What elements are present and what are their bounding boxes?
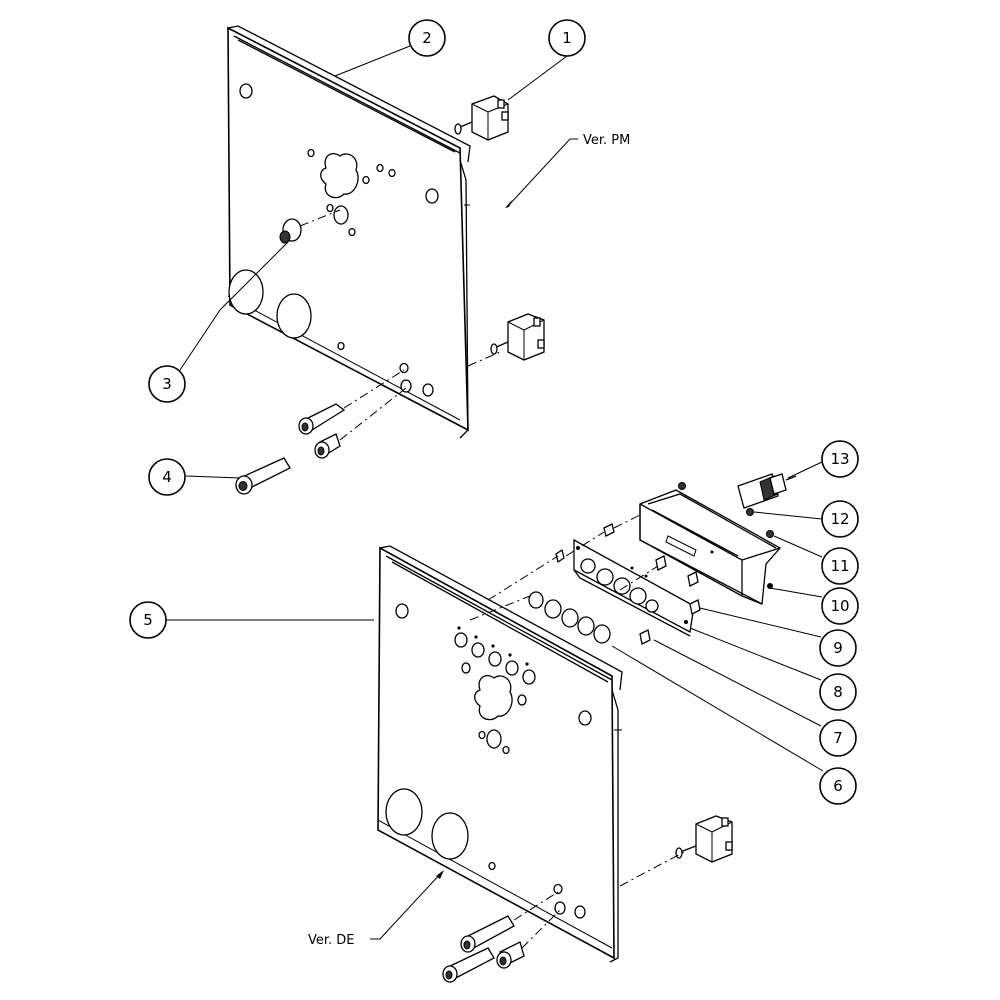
callout-8-label: 8 bbox=[833, 683, 843, 701]
version-label-pm: Ver. PM bbox=[583, 133, 630, 148]
circuit-board bbox=[573, 538, 695, 637]
upper-panel bbox=[227, 25, 471, 439]
callout-1-label: 1 bbox=[562, 29, 572, 47]
callout-8: 8 bbox=[819, 673, 857, 711]
indicator-lenses bbox=[528, 591, 611, 644]
callout-3-label: 3 bbox=[162, 375, 172, 393]
leader-lines bbox=[166, 45, 824, 772]
callout-4-label: 4 bbox=[162, 468, 172, 486]
callout-13-label: 13 bbox=[830, 450, 849, 468]
indicator-lamp-upper bbox=[279, 209, 341, 244]
callout-12-label: 12 bbox=[830, 510, 849, 528]
fuse-holders-upper bbox=[235, 369, 407, 495]
callout-1: 1 bbox=[548, 19, 586, 57]
callout-9-label: 9 bbox=[833, 639, 843, 657]
callout-5: 5 bbox=[129, 601, 167, 639]
callout-4: 4 bbox=[148, 458, 186, 496]
callout-6-label: 6 bbox=[833, 777, 843, 795]
callout-7-label: 7 bbox=[833, 729, 843, 747]
toggle-switch-lower bbox=[619, 815, 733, 887]
callout-6: 6 bbox=[819, 767, 857, 805]
toggle-switch-upper bbox=[454, 95, 509, 141]
fasteners bbox=[469, 482, 774, 645]
callout-7: 7 bbox=[819, 719, 857, 757]
callout-11: 11 bbox=[821, 547, 859, 585]
fuse-holders-lower bbox=[442, 891, 561, 983]
callout-10-label: 10 bbox=[830, 597, 849, 615]
callout-2-label: 2 bbox=[422, 29, 432, 47]
callout-10: 10 bbox=[821, 587, 859, 625]
callout-9: 9 bbox=[819, 629, 857, 667]
callout-3: 3 bbox=[148, 365, 186, 403]
version-label-pm-group: Ver. PM bbox=[505, 133, 630, 208]
toggle-switch-upper-right bbox=[467, 313, 545, 367]
lower-panel bbox=[377, 545, 623, 963]
version-label-de-group: Ver. DE bbox=[308, 870, 444, 948]
callout-5-label: 5 bbox=[143, 611, 153, 629]
callout-13: 13 bbox=[821, 440, 859, 478]
housing-bracket bbox=[639, 489, 782, 606]
callout-2: 2 bbox=[408, 19, 446, 57]
version-label-de: Ver. DE bbox=[308, 933, 355, 948]
callout-11-label: 11 bbox=[830, 557, 849, 575]
connector bbox=[737, 473, 797, 509]
callout-12: 12 bbox=[821, 500, 859, 538]
